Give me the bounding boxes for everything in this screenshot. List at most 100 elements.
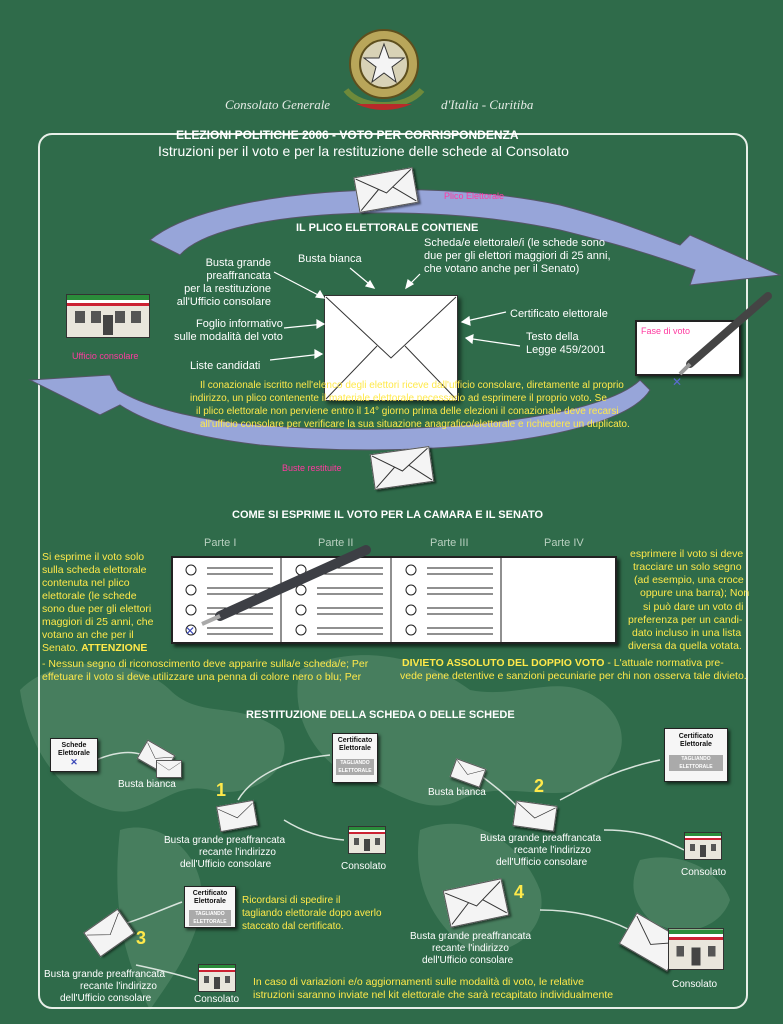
busta-grande-2-line-0: Busta grande preaffrancata [480, 833, 602, 844]
plico-heading: IL PLICO ELETTORALE CONTIENE [296, 222, 479, 234]
ricordarsi-line-1: tagliando elettorale dopo averlo [242, 908, 382, 919]
busta-grande-envelope-icon-2 [512, 800, 558, 832]
schede-line-2: che votano anche per il Senato) [424, 263, 580, 275]
page-subtitle: Istruzioni per il voto e per la restituz… [158, 143, 569, 159]
consolato-label-4: Consolato [672, 979, 718, 990]
certificato-label: Certificato elettorale [510, 308, 608, 320]
pen-icon: ✕ [672, 292, 772, 389]
buste-restituite-label: Buste restituite [282, 463, 342, 473]
voto-right-line-1: tracciare un solo segno [633, 561, 742, 573]
step-number-4: 4 [514, 882, 525, 902]
consolato-title-left: Consolato Generale [225, 97, 331, 112]
busta-bianca-envelope-icon [136, 739, 176, 775]
step-number-2: 2 [534, 776, 545, 796]
busta-bianca-envelope-icon-2 [449, 758, 487, 788]
parte-2-label: Parte II [318, 537, 354, 549]
ufficio-consolare-label: Ufficio consolare [72, 351, 139, 361]
certificato-card-label-2: Certificato Elettorale [678, 733, 714, 748]
content-frame [38, 133, 748, 1009]
divieto-line-0: DIVIETO ASSOLUTO DEL DOPPIO VOTO - L'att… [402, 657, 724, 670]
consolato-label-2: Consolato [681, 867, 727, 878]
foglio-line-1: sulle modalità del voto [174, 331, 283, 343]
svg-text:✕: ✕ [185, 624, 195, 638]
voto-left-line-4: sono due per gli elettori [42, 603, 152, 615]
restituzione-heading: RESTITUZIONE DELLA SCHEDA O DELLE SCHEDE [246, 709, 515, 721]
voto-left-line-2: contenuta nel plico [42, 577, 130, 589]
certificato-card-label-1: Certificato Elettorale [337, 737, 373, 752]
voto-left-line-1: sulla scheda elettorale [42, 564, 147, 576]
busta-grande-1-line-1: recante l'indirizzo [199, 847, 276, 858]
voto-left-line-7: Senato. ATTENZIONE [42, 642, 147, 655]
plico-envelope-icon [353, 167, 419, 213]
busta-grande-envelope-icon-1 [216, 799, 258, 833]
voto-left-line-6: votano an che per il [42, 629, 134, 641]
busta-grande-1-line-0: Busta grande preaffrancata [164, 835, 286, 846]
busta-grande-1-line-2: dell'Ufficio consolare [180, 859, 272, 870]
plico-paragraph-line-2: il plico elettorale non perviene entro i… [196, 406, 619, 417]
busta-grande-4-line-0: Busta grande preaffrancata [410, 931, 532, 942]
busta-grande-envelope-icon-4 [442, 878, 510, 928]
testo-line-0: Testo della [526, 331, 579, 343]
tagliando-label-3: TAGLIANDO ELETTORALE [189, 910, 231, 926]
ricordarsi-line-2: staccato dal certificato. [242, 921, 344, 932]
schede-line-0: Scheda/e elettorale/i (le schede sono [424, 237, 606, 249]
busta-grande-3-line-0: Busta grande preaffrancata [44, 969, 166, 980]
warning-line-0: - Nessun segno di riconoscimento deve ap… [42, 658, 369, 670]
plico-contents-envelope-icon [324, 295, 458, 401]
consolato-title-right: d'Italia - Curitiba [441, 97, 534, 112]
tagliando-label-1: TAGLIANDO ELETTORALE [336, 759, 374, 775]
parte-1-label: Parte I [204, 537, 237, 549]
busta-grande-envelope-icon-3 [83, 908, 135, 958]
testo-line-1: Legge 459/2001 [526, 344, 606, 356]
busta-bianca-label-1: Busta bianca [118, 779, 176, 790]
parte-4-label: Parte IV [544, 537, 584, 549]
voto-heading: COME SI ESPRIME IL VOTO PER LA CAMARA E … [232, 509, 544, 521]
busta-grande-4-line-2: dell'Ufficio consolare [422, 955, 514, 966]
busta-bianca-label-2: Busta bianca [428, 787, 486, 798]
consolato-building-icon-4 [668, 928, 724, 970]
busta-bianca-label: Busta bianca [298, 253, 362, 265]
foglio-line-0: Foglio informativo [196, 318, 283, 330]
pointer-arrows [270, 267, 521, 361]
step-number-3: 3 [136, 928, 147, 948]
consolato-building-icon-2 [684, 832, 722, 860]
fase-di-voto-label: Fase di voto [641, 326, 691, 336]
variazioni-line-0: In caso di variazioni e/o aggiornamenti … [253, 976, 584, 988]
busta-grande-3-line-1: recante l'indirizzo [80, 981, 157, 992]
plico-paragraph-line-0: Il conazionale iscritto nell'elenco degl… [200, 380, 624, 391]
schede-line-1: due per gli elettori maggiori di 25 anni… [424, 250, 611, 262]
step-number-1: 1 [216, 780, 227, 800]
consolato-label-1: Consolato [341, 861, 387, 872]
plico-paragraph-line-3: all'ufficio consolare per verificare la … [200, 419, 630, 430]
attenzione-label: ATTENZIONE [81, 642, 148, 654]
plico-label: Plico Elettorale [444, 191, 505, 201]
voto-right-line-3: oppure una barra); Non [640, 587, 750, 599]
divieto-line-1: vede pene detentive e sanzioni pecuniari… [400, 670, 747, 682]
busta-grande-3-line-2: dell'Ufficio consolare [60, 993, 152, 1004]
voto-left-line-3: elettorale (le schede [42, 590, 137, 602]
voto-right-line-7: diversa da quella votata. [628, 640, 742, 652]
certificato-card-label-3: Certificato Elettorale [192, 890, 228, 905]
senato-text: Senato. [42, 642, 79, 654]
busta-grande-2-line-1: recante l'indirizzo [514, 845, 591, 856]
repubblica-emblem-icon [343, 29, 425, 110]
voto-right-line-0: esprimere il voto si deve [630, 548, 744, 560]
busta-grande-2-line-2: dell'Ufficio consolare [496, 857, 588, 868]
consolato-building-icon-3 [198, 964, 236, 992]
ufficio-consolare-building-icon [66, 294, 150, 338]
tagliando-label-2: TAGLIANDO ELETTORALE [669, 755, 723, 771]
voto-left-line-5: maggiori di 25 anni, che [42, 616, 154, 628]
voto-right-line-6: dato incluso in una lista [632, 627, 742, 639]
busta-grande-line-3: all'Ufficio consolare [176, 296, 271, 308]
parte-3-label: Parte III [430, 537, 469, 549]
consolato-building-icon-1 [348, 826, 386, 854]
schede-card-label: Schede Elettorale [58, 742, 90, 757]
voto-left-line-0: Si esprime il voto solo [42, 551, 145, 563]
page-title: ELEZIONI POLITICHE 2006 - VOTO PER CORRI… [176, 128, 519, 142]
busta-grande-line-2: per la restituzione [184, 283, 271, 295]
busta-grande-line-0: Busta grande [205, 257, 271, 269]
divieto-label: DIVIETO ASSOLUTO DEL DOPPIO VOTO [402, 657, 605, 669]
